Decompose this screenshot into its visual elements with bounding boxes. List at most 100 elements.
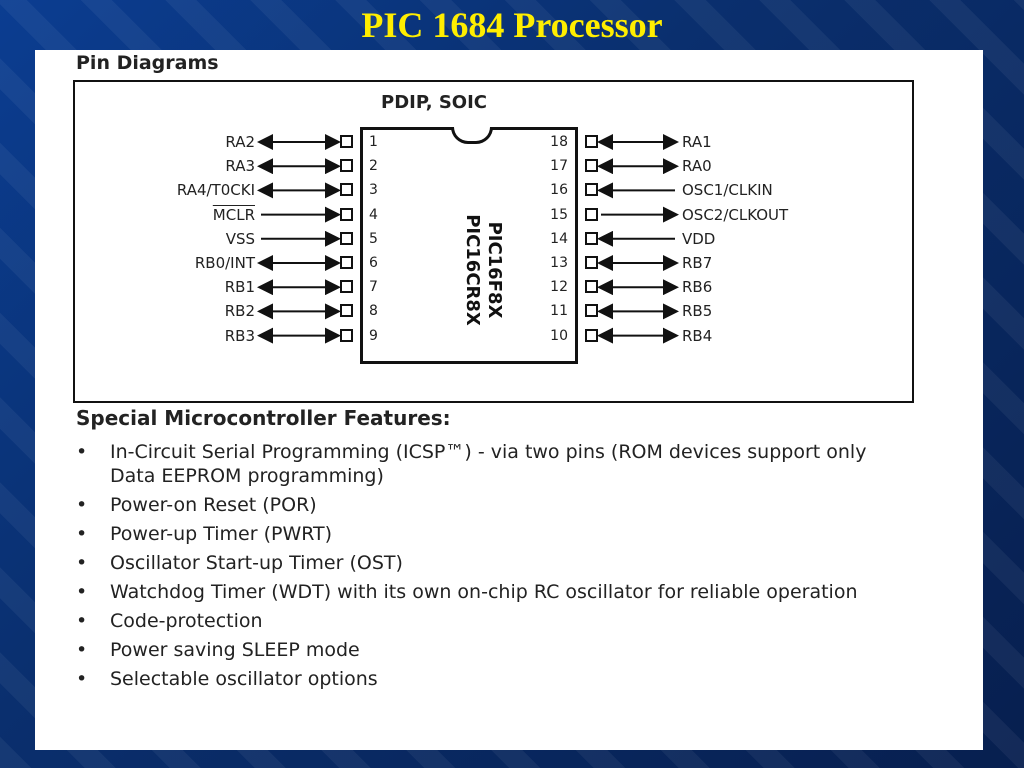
pin-row-left: RA3 2	[75, 156, 912, 176]
pin-name: RB1	[224, 278, 255, 297]
pin-number: 17	[550, 158, 568, 175]
pin-pad	[340, 256, 353, 269]
pin-pad	[340, 183, 353, 197]
pin-row-right: 12 RB6	[75, 277, 912, 297]
pin-row-left: RB0/INT 6	[75, 253, 912, 273]
pin-number: 5	[369, 230, 378, 247]
feature-item: •Power saving SLEEP mode	[76, 638, 876, 662]
pin-pad	[340, 135, 353, 148]
pin-number: 12	[550, 279, 568, 296]
pin-pad	[585, 231, 598, 245]
bullet-icon: •	[76, 552, 88, 574]
pin-name: RB3	[224, 326, 255, 345]
pin-pad	[340, 231, 353, 245]
pin-number: 14	[550, 230, 568, 247]
pin-number: 7	[369, 279, 378, 296]
pin-name: RA1	[682, 133, 712, 151]
bullet-icon: •	[76, 441, 88, 463]
pin-number: 8	[369, 303, 378, 320]
pin-row-right: 13 RB7	[75, 253, 912, 273]
pin-row-left: MCLR 4	[75, 205, 912, 225]
feature-text: Oscillator Start-up Timer (OST)	[110, 552, 403, 574]
pin-name: RB4	[682, 326, 713, 345]
feature-item: • Power-up Timer (PWRT)	[76, 522, 876, 546]
pin-number: 1	[369, 134, 378, 150]
pin-number: 4	[369, 206, 378, 223]
pin-number: 16	[550, 182, 568, 199]
package-label: PDIP, SOIC	[381, 92, 487, 113]
pin-pad	[585, 280, 598, 294]
feature-item: • Watchdog Timer (WDT) with its own on-ch…	[76, 580, 876, 604]
pin-pad	[585, 304, 598, 318]
pin-row-right: 11 RB5	[75, 301, 912, 321]
bullet-icon: •	[76, 494, 88, 516]
pin-row-right: 18 RA1	[75, 132, 912, 152]
pin-row-left: RA4/T0CKI 3	[75, 180, 912, 200]
pin-name: MCLR	[212, 205, 255, 224]
pin-name: RA4/T0CKI	[176, 181, 255, 200]
pin-pad	[585, 183, 598, 197]
feature-text: Power-on Reset (POR)	[110, 494, 317, 516]
feature-text: Power saving SLEEP mode	[110, 639, 360, 661]
feature-item: • Oscillator Start-up Timer (OST)	[76, 551, 876, 575]
pin-number: 18	[550, 134, 568, 150]
pin-name: RA3	[225, 157, 255, 176]
pin-diagrams-heading: Pin Diagrams	[76, 52, 219, 74]
pin-pad	[340, 207, 353, 221]
bullet-icon: •	[76, 523, 88, 545]
pin-name: VSS	[225, 229, 255, 248]
pin-pad	[585, 207, 598, 221]
pin-number: 2	[369, 158, 378, 175]
pin-row-left: RB1 7	[75, 277, 912, 297]
pin-row-right: 16 OSC1/CLKIN	[75, 180, 912, 200]
feature-text: In-Circuit Serial Programming (ICSP™) - …	[110, 441, 867, 487]
feature-text: Selectable oscillator options	[110, 668, 378, 690]
pin-pad	[340, 159, 353, 173]
pin-name: RB6	[682, 278, 713, 297]
bullet-icon: •	[76, 581, 88, 603]
pin-name: RB5	[682, 302, 713, 321]
pin-row-left: RA2 1	[75, 132, 912, 152]
pin-row-right: 17 RA0	[75, 156, 912, 176]
feature-item: • Power-on Reset (POR)	[76, 493, 876, 517]
pin-name: RB7	[682, 254, 713, 272]
pin-name: OSC1/CLKIN	[682, 181, 773, 200]
pin-row-left: RB2 8	[75, 301, 912, 321]
pin-number: 13	[550, 255, 568, 271]
feature-item: • Selectable oscillator options	[76, 667, 876, 691]
pin-row-left: RB3 9	[75, 326, 912, 346]
pin-row-right: 15 OSC2/CLKOUT	[75, 205, 912, 225]
bullet-icon: •	[76, 610, 88, 632]
pin-name: RA2	[225, 133, 255, 151]
pin-pad	[585, 256, 598, 269]
pin-arrows	[257, 134, 679, 344]
feature-text: Watchdog Timer (WDT) with its own on-chi…	[110, 581, 858, 603]
feature-text: Power-up Timer (PWRT)	[110, 523, 333, 545]
pin-number: 11	[550, 303, 568, 320]
pin-name: RA0	[682, 157, 712, 176]
feature-item: • In-Circuit Serial Programming (ICSP™) -…	[76, 440, 876, 488]
pin-number: 3	[369, 182, 378, 199]
slide-title: PIC 1684 Processor	[361, 5, 663, 45]
pin-pad	[340, 280, 353, 294]
pin-number: 9	[369, 327, 378, 344]
bullet-icon: •	[76, 668, 88, 690]
feature-item: •Code-protection	[76, 609, 876, 633]
pin-name: OSC2/CLKOUT	[682, 205, 789, 224]
pin-name: RB2	[224, 302, 255, 321]
pin-row-right: 14 VDD	[75, 229, 912, 249]
pin-pad	[585, 135, 598, 148]
pin-pad	[340, 304, 353, 318]
pin-number: 15	[550, 206, 568, 223]
pin-pad	[585, 328, 598, 342]
pin-number: 6	[369, 255, 378, 271]
features-list: • In-Circuit Serial Programming (ICSP™) -…	[76, 440, 876, 696]
features-heading: Special Microcontroller Features:	[76, 406, 451, 430]
chip-body: PIC16F8X PIC16CR8X	[360, 127, 578, 364]
pin-row-left: VSS 5	[75, 229, 912, 249]
pin-name: RB0/INT	[194, 254, 255, 272]
pin-name: VDD	[682, 229, 716, 248]
content-panel: Pin Diagrams PDIP, SOIC PIC16F8X PIC16CR…	[35, 50, 983, 750]
